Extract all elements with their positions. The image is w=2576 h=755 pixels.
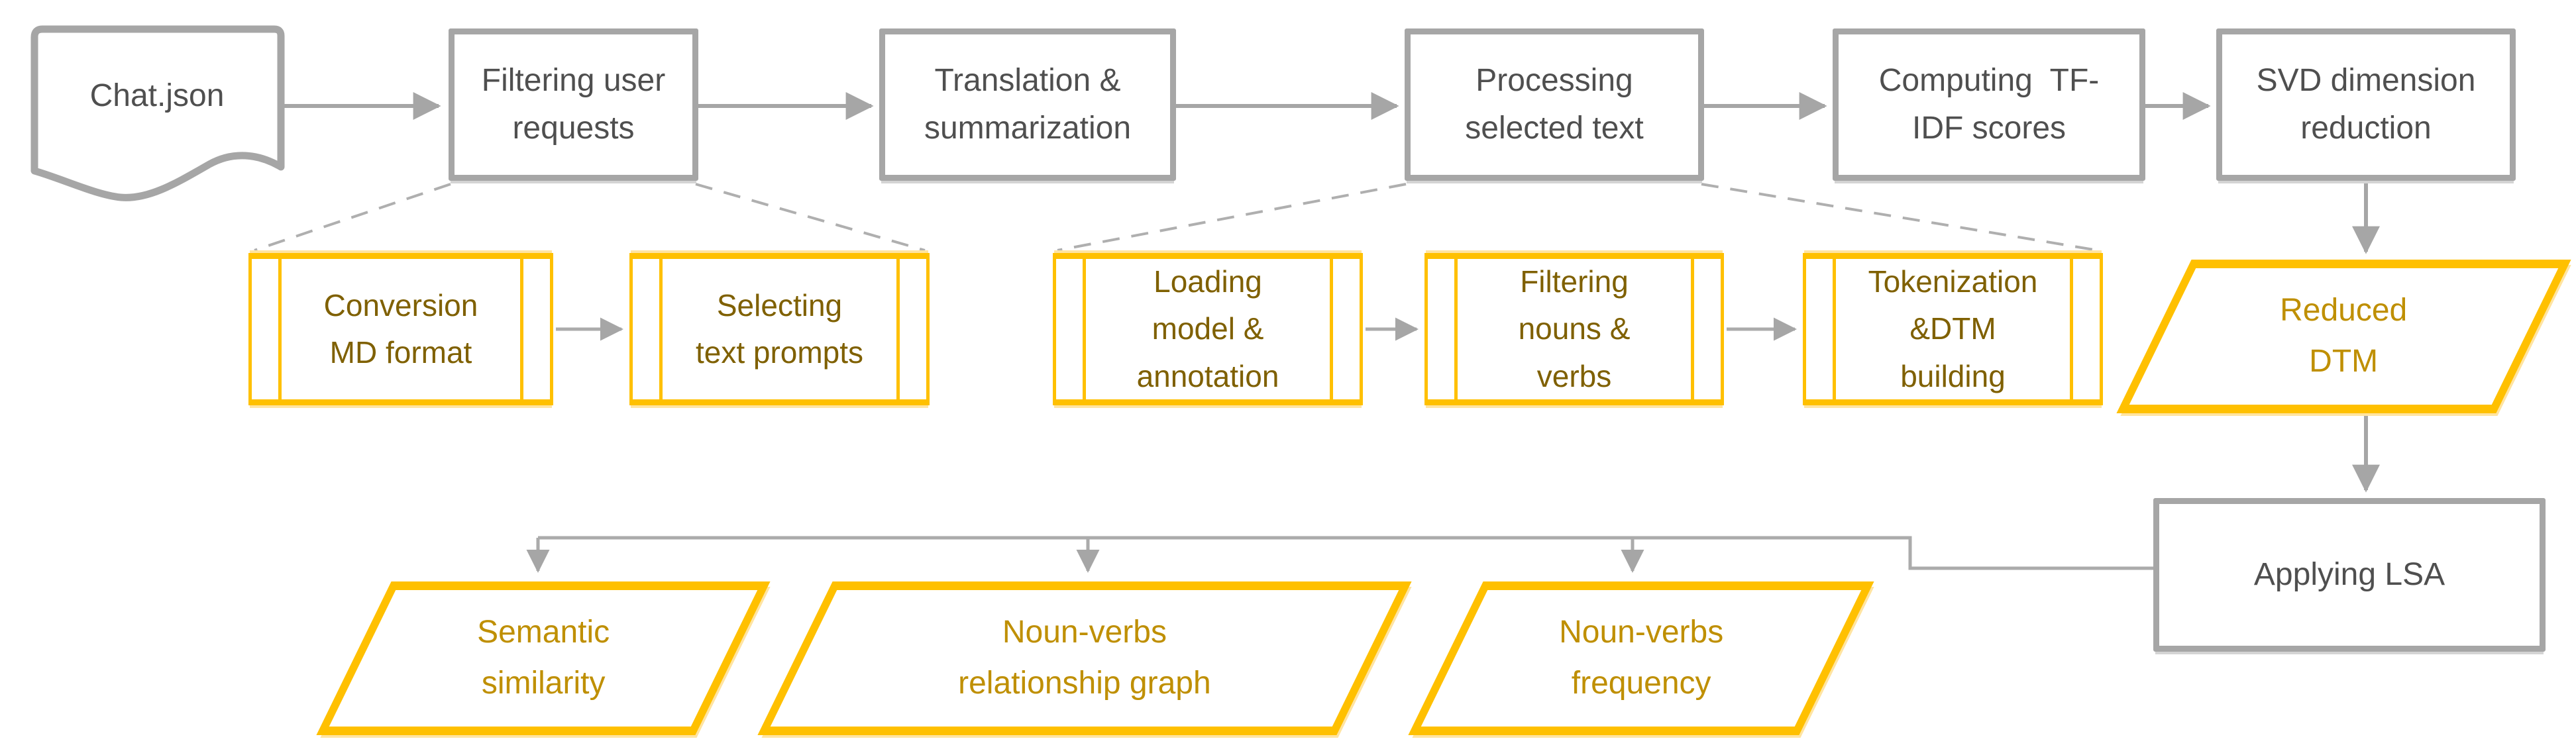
document-shape-chat-json	[30, 25, 285, 201]
node-selecting-text-prompts: Selecting text prompts	[629, 253, 930, 405]
node-semantic-similarity: Semantic similarity	[316, 581, 771, 735]
node-label: Tokenization &DTM building	[1868, 264, 2038, 393]
dashed-line-processing-to-tokenization	[1701, 183, 2098, 252]
dashed-line-filtering-to-conversion	[254, 183, 451, 252]
sidebar-line	[1083, 259, 1086, 399]
node-label: Semantic similarity	[476, 615, 610, 701]
sidebar-line	[278, 259, 282, 399]
node-label: Noun-verbs relationship graph	[958, 615, 1211, 701]
node-label: Reduced DTM	[2280, 293, 2408, 379]
node-label: Computing TF- IDF scores	[1878, 63, 2100, 146]
node-label: Conversion MD format	[323, 287, 478, 370]
node-noun-verbs-frequency: Noun-verbs frequency	[1408, 581, 1874, 735]
node-tokenization-dtm-building: Tokenization &DTM building	[1803, 253, 2103, 405]
node-label: SVD dimension reduction	[2256, 63, 2476, 146]
node-label: Selecting text prompts	[695, 287, 864, 370]
node-applying-lsa: Applying LSA	[2153, 498, 2546, 652]
branch-line-applyinglsa-outputs	[538, 536, 2153, 570]
node-noun-verbs-relationship-graph: Noun-verbs relationship graph	[757, 581, 1412, 735]
sidebar-line	[896, 259, 900, 399]
node-label: Loading model & annotation	[1136, 264, 1279, 393]
node-label: Noun-verbs frequency	[1558, 615, 1724, 701]
dashed-line-processing-to-loading	[1057, 183, 1407, 252]
node-conversion-md-format: Conversion MD format	[248, 253, 553, 405]
sidebar-line	[659, 259, 663, 399]
node-label: Filtering user requests	[481, 63, 666, 146]
node-label: Processing selected text	[1465, 63, 1644, 146]
node-translation-summarization: Translation & summarization	[879, 28, 1176, 181]
sidebar-line	[520, 259, 523, 399]
node-loading-model-annotation: Loading model & annotation	[1053, 253, 1363, 405]
sidebar-line	[1833, 259, 1836, 399]
node-reduced-dtm: Reduced DTM	[2116, 260, 2571, 413]
dashed-line-filtering-to-selecting	[695, 183, 926, 252]
node-processing-selected-text: Processing selected text	[1405, 28, 1704, 181]
node-label: Filtering nouns & verbs	[1518, 264, 1631, 393]
node-label: Chat.json	[89, 78, 225, 113]
node-label: Applying LSA	[2253, 557, 2445, 592]
node-filtering-nouns-verbs: Filtering nouns & verbs	[1424, 253, 1724, 405]
node-computing-tfidf-scores: Computing TF- IDF scores	[1833, 28, 2145, 181]
node-chat-json: Chat.json	[34, 33, 280, 159]
sidebar-line	[1454, 259, 1458, 399]
node-label: Translation & summarization	[924, 63, 1132, 146]
sidebar-line	[2070, 259, 2073, 399]
sidebar-line	[1691, 259, 1694, 399]
node-filtering-user-requests: Filtering user requests	[449, 28, 698, 181]
node-svd-dimension-reduction: SVD dimension reduction	[2216, 28, 2516, 181]
sidebar-line	[1330, 259, 1333, 399]
